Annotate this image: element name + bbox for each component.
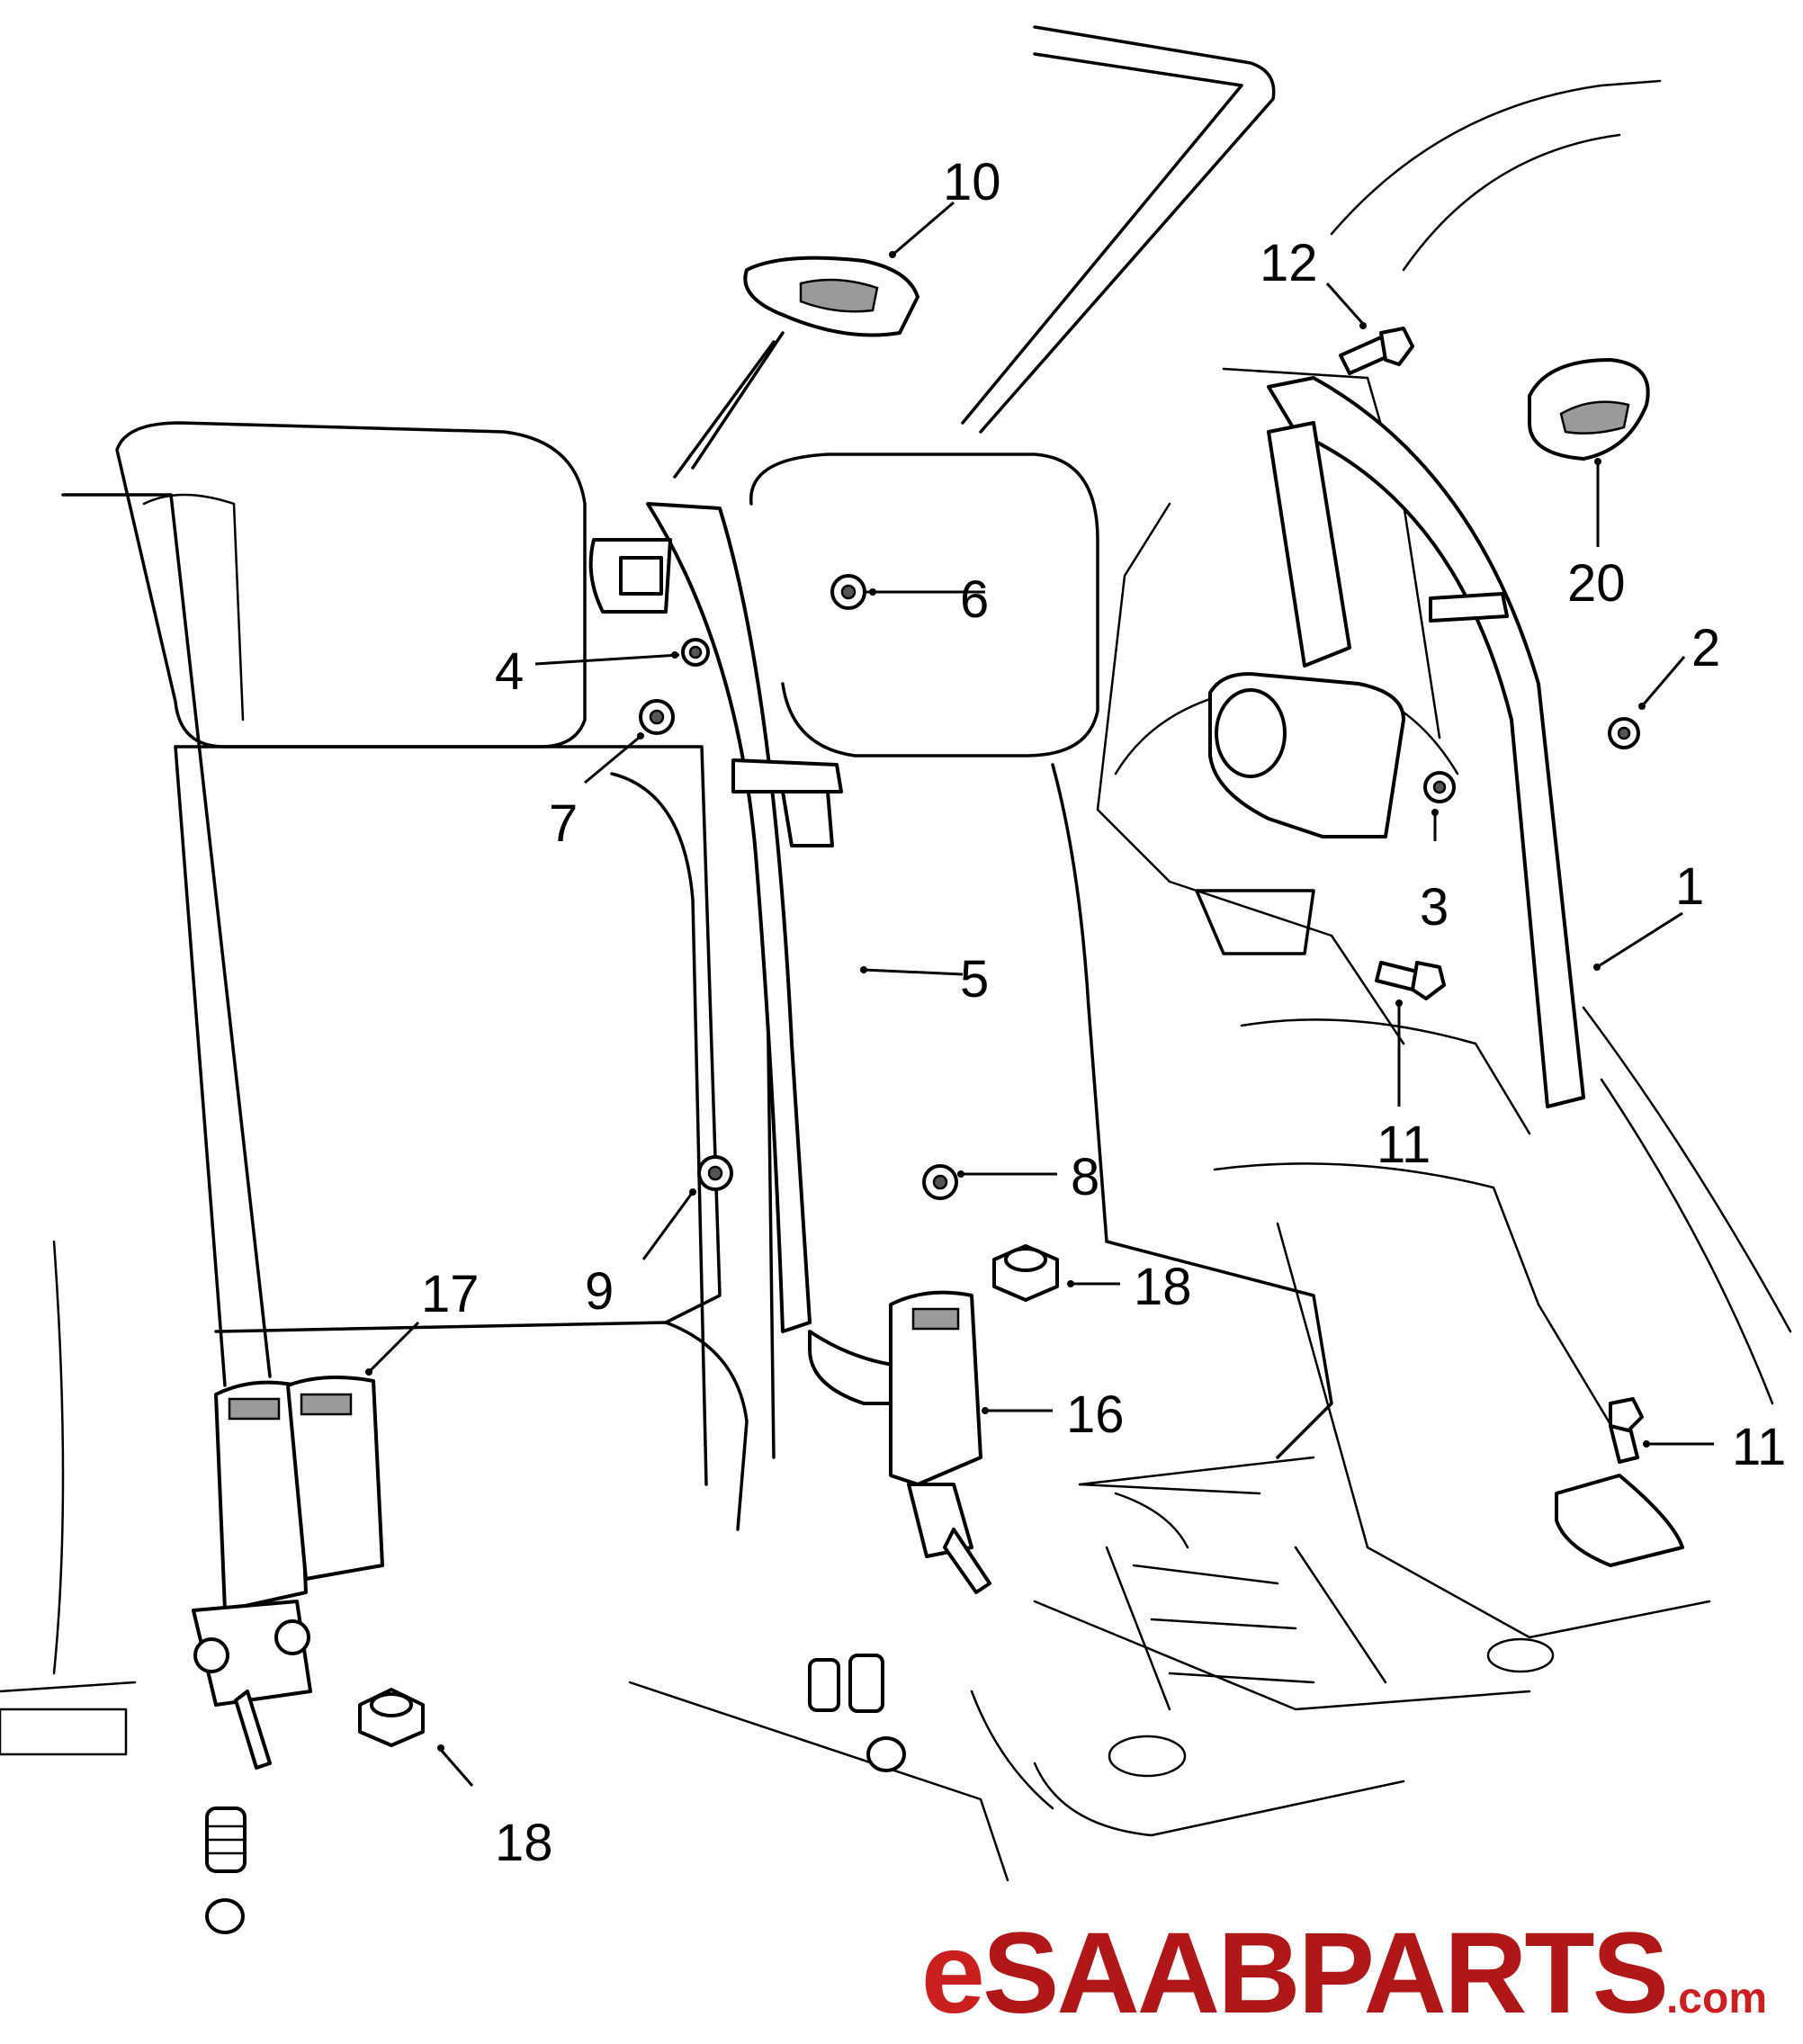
callout-3: 3 (1420, 878, 1449, 937)
callout-6: 6 (960, 570, 989, 629)
callout-1: 1 (1675, 857, 1704, 916)
callout-10: 10 (943, 153, 1001, 211)
brand-prefix: e (920, 1909, 985, 2038)
trim-cover-part-10 (743, 256, 919, 337)
callout-18-upper: 18 (1134, 1258, 1192, 1316)
callout-5: 5 (960, 950, 989, 1009)
callout-leaders (365, 201, 1714, 1787)
rear-seat-right (749, 453, 1333, 1486)
callout-12: 12 (1260, 234, 1318, 292)
rear-belt-centre (588, 331, 937, 1405)
rear-seat-left (0, 421, 749, 1756)
handle-part-20 (1528, 358, 1650, 461)
brand-suffix: PARTS (1297, 1909, 1669, 2038)
callout-11-mid: 11 (1377, 1116, 1431, 1174)
double-buckle-part-17 (192, 1376, 384, 1770)
callout-2: 2 (1691, 619, 1720, 677)
hardware-parts (358, 327, 1644, 1747)
brand-name: SAAB (982, 1909, 1301, 2038)
callout-9: 9 (585, 1262, 614, 1321)
buckle-part-16 (889, 1290, 991, 1594)
callout-18-lower: 18 (495, 1814, 553, 1872)
callout-17: 17 (421, 1265, 480, 1323)
callout-11-right: 11 (1732, 1418, 1786, 1476)
callout-16: 16 (1066, 1385, 1125, 1444)
car-body-outline (610, 25, 1792, 1882)
callout-8: 8 (1071, 1148, 1099, 1206)
plugs (205, 1654, 906, 1934)
callout-7: 7 (549, 794, 578, 853)
callout-4: 4 (495, 642, 524, 701)
callout-20: 20 (1567, 554, 1626, 613)
brand-tld: .com (1665, 1975, 1767, 2022)
esaabparts-logo: eSAABPARTS.com (921, 1916, 1767, 2031)
rear-belt-outer (1195, 376, 1684, 1567)
callout-labels: 6 4 7 5 8 9 10 11 11 12 16 17 18 18 20 3… (421, 153, 1786, 1872)
